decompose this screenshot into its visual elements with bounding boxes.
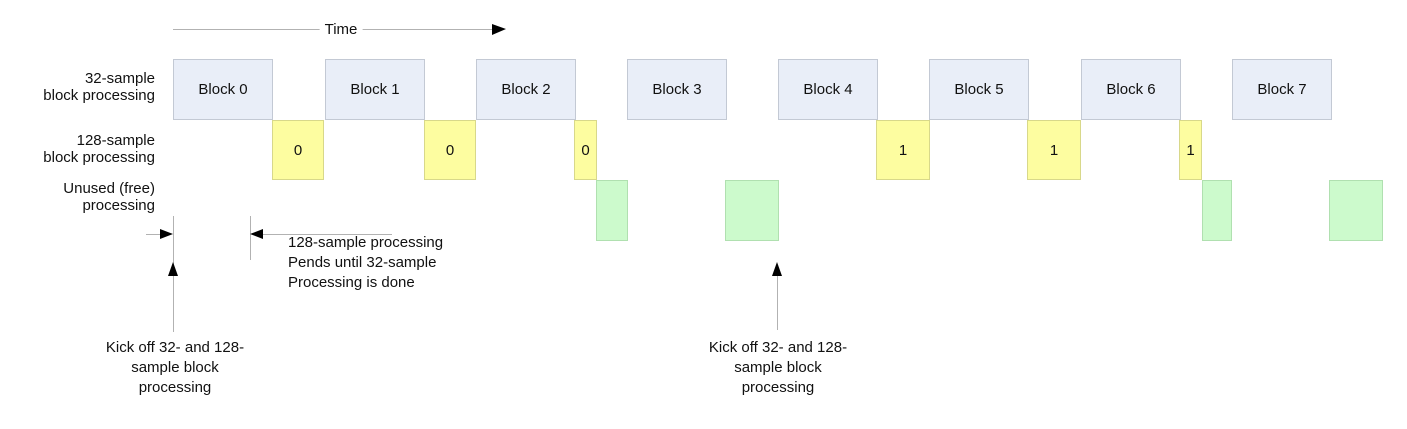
block-32-label: Block 1 bbox=[350, 81, 400, 98]
block-32: Block 2 bbox=[476, 59, 576, 120]
kickoff-annotation-2: Kick off 32- and 128- sample block proce… bbox=[708, 339, 848, 396]
block-128: 0 bbox=[574, 120, 597, 180]
block-32: Block 4 bbox=[778, 59, 878, 120]
block-128-label: 1 bbox=[1049, 141, 1059, 159]
block-32-label: Block 5 bbox=[954, 81, 1004, 98]
block-32-label: Block 4 bbox=[803, 81, 853, 98]
dimension-arrow-left-icon bbox=[250, 229, 263, 239]
block-128-label: 0 bbox=[445, 141, 455, 159]
kickoff-arrow-shaft-2 bbox=[777, 276, 778, 330]
block-free bbox=[1202, 180, 1232, 241]
time-arrowhead-icon bbox=[492, 24, 506, 35]
block-128-label: 0 bbox=[581, 141, 590, 159]
kickoff-annotation-1: Kick off 32- and 128- sample block proce… bbox=[105, 339, 245, 396]
block-free bbox=[725, 180, 779, 241]
time-axis-label: Time bbox=[319, 21, 363, 38]
block-32-label: Block 0 bbox=[198, 81, 248, 98]
block-free bbox=[1329, 180, 1383, 241]
block-free bbox=[596, 180, 628, 241]
dimension-line-left bbox=[146, 234, 161, 235]
block-128: 0 bbox=[272, 120, 324, 180]
block-32: Block 1 bbox=[325, 59, 425, 120]
dimension-arrow-right-icon bbox=[160, 229, 173, 239]
block-32: Block 5 bbox=[929, 59, 1029, 120]
block-32: Block 7 bbox=[1232, 59, 1332, 120]
block-32: Block 0 bbox=[173, 59, 273, 120]
block-32-label: Block 6 bbox=[1106, 81, 1156, 98]
pend-annotation: 128-sample processing Pends until 32-sam… bbox=[288, 234, 444, 291]
block-128-label: 1 bbox=[1186, 141, 1195, 159]
row-label-128-sample: 128-sample block processing bbox=[43, 132, 155, 166]
row-label-32-sample: 32-sample block processing bbox=[43, 70, 155, 104]
block-128: 1 bbox=[1027, 120, 1081, 180]
dimension-line-right bbox=[263, 234, 392, 235]
block-32-label: Block 3 bbox=[652, 81, 702, 98]
kickoff-up-arrow-icon-2 bbox=[772, 262, 782, 276]
block-128: 1 bbox=[876, 120, 930, 180]
block-128-label: 1 bbox=[898, 141, 908, 159]
block-32-label: Block 7 bbox=[1257, 81, 1307, 98]
block-128-label: 0 bbox=[293, 141, 303, 159]
block-32-label: Block 2 bbox=[501, 81, 551, 98]
block-32: Block 6 bbox=[1081, 59, 1181, 120]
kickoff-up-arrow-icon-1 bbox=[168, 262, 178, 276]
block-128: 0 bbox=[424, 120, 476, 180]
block-32: Block 3 bbox=[627, 59, 727, 120]
row-label-unused-free: Unused (free) processing bbox=[63, 180, 155, 214]
block-128: 1 bbox=[1179, 120, 1202, 180]
